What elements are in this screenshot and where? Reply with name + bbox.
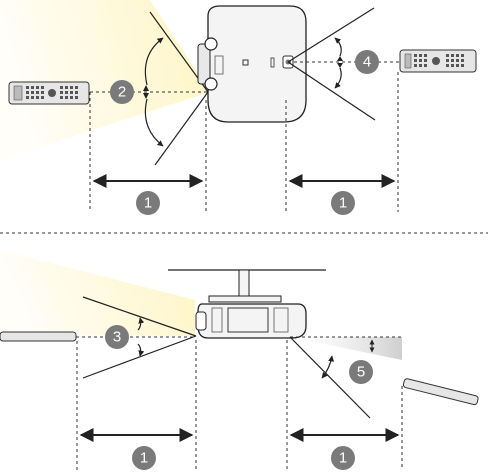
projector-side-view xyxy=(196,304,306,338)
ir-beam-bottom xyxy=(0,250,195,336)
angle-line-side-front-lower xyxy=(83,336,196,378)
remote-control-left xyxy=(9,82,89,104)
svg-text:4: 4 xyxy=(363,54,371,71)
svg-text:5: 5 xyxy=(357,364,365,381)
side-view-panel xyxy=(0,250,479,470)
callout-top-distance-right: 1 xyxy=(331,191,355,215)
callout-top-distance-left: 1 xyxy=(136,191,160,215)
top-view-panel xyxy=(0,0,476,212)
callout-bottom-vertical-angle-front: 3 xyxy=(105,325,129,349)
svg-text:3: 3 xyxy=(113,329,121,346)
angle-arc-rear-upper xyxy=(335,38,341,56)
remote-control-side-left xyxy=(0,332,76,341)
callout-top-horizontal-angle: 2 xyxy=(110,80,134,104)
remote-control-side-right xyxy=(403,378,479,405)
remote-control-right xyxy=(400,50,476,72)
projector-top-view xyxy=(198,6,306,122)
callout-bottom-distance-right: 1 xyxy=(331,446,355,470)
callout-bottom-vertical-angle-rear: 5 xyxy=(349,360,373,384)
svg-text:1: 1 xyxy=(339,450,347,467)
svg-text:2: 2 xyxy=(118,84,126,101)
callout-bottom-distance-left: 1 xyxy=(132,446,156,470)
ceiling-mount xyxy=(168,270,326,302)
svg-text:1: 1 xyxy=(144,195,152,212)
svg-text:1: 1 xyxy=(140,450,148,467)
angle-arc-rear-lower xyxy=(335,68,341,88)
rear-angle-wedge xyxy=(290,337,402,360)
angle-arc-side-front-lower xyxy=(138,344,141,356)
svg-text:1: 1 xyxy=(339,195,347,212)
callout-top-vertical-angle-rear: 4 xyxy=(355,50,379,74)
ir-beam-top xyxy=(0,0,210,160)
